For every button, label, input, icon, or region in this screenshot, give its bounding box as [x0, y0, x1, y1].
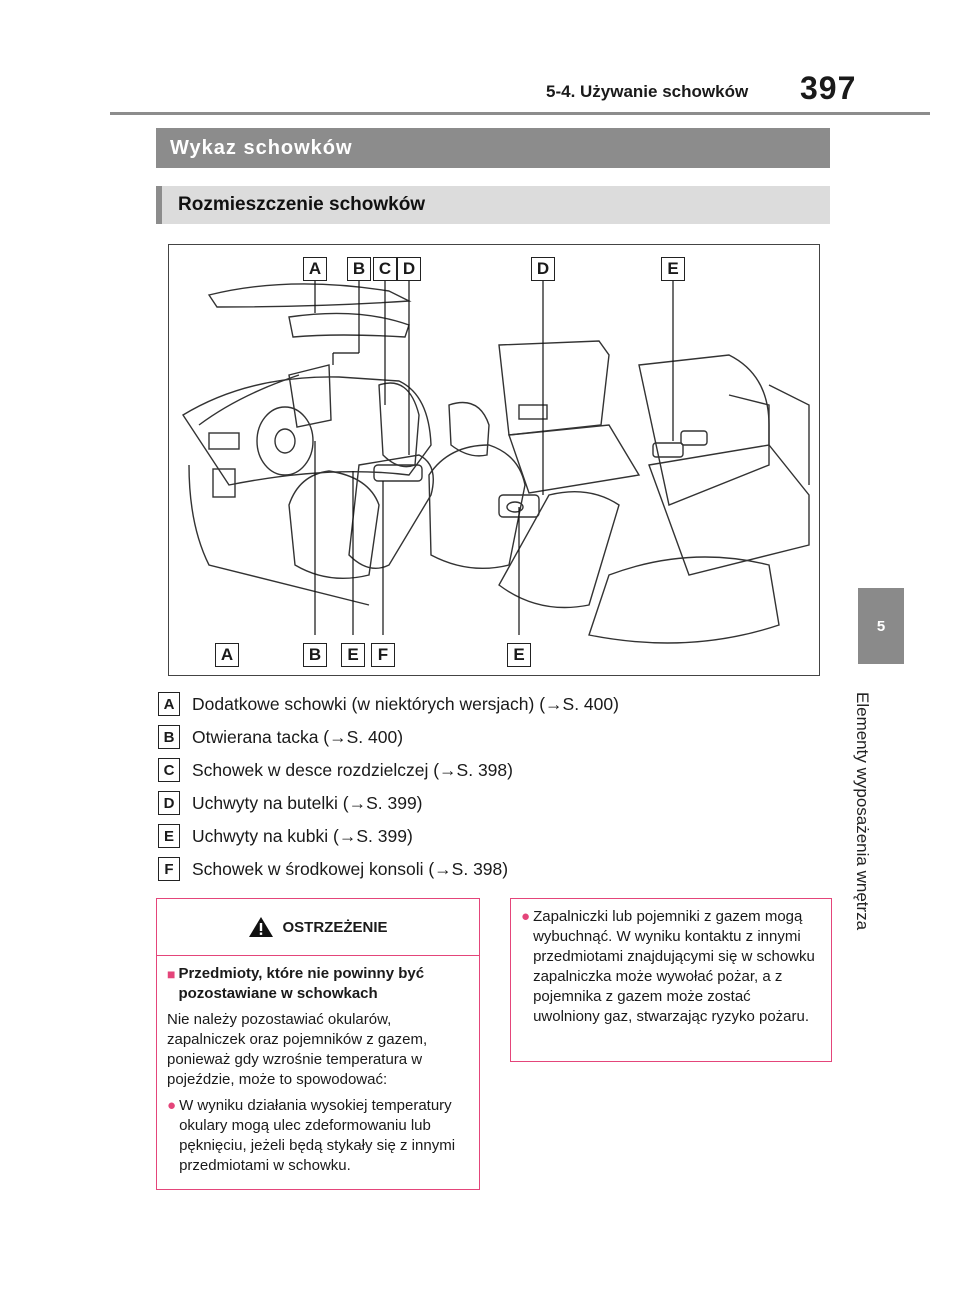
legend-key: B	[158, 725, 180, 749]
callout-B-top: B	[347, 257, 371, 281]
warning-subheading: Przedmioty, które nie powinny być pozost…	[178, 965, 425, 1002]
header-rule-right	[830, 112, 930, 115]
legend-text: Schowek w środkowej konsoli (→S. 398)	[192, 858, 509, 879]
callout-E2-bottom: E	[507, 643, 531, 667]
section-title: Wykaz schowków	[156, 128, 830, 168]
callout-A-bottom: A	[215, 643, 239, 667]
legend-key: D	[158, 791, 180, 815]
round-bullet-icon: ●	[521, 908, 531, 925]
car-interior-figure: A B C D D E A B E F E	[168, 244, 820, 676]
round-bullet-icon: ●	[167, 1097, 177, 1114]
warning-box: OSTRZEŻENIE ■ Przedmioty, które nie powi…	[156, 898, 480, 1190]
subsection-title: Rozmieszczenie schowków	[156, 186, 830, 224]
callout-F-bottom: F	[371, 643, 395, 667]
legend-item: E Uchwyty na kubki (→S. 399)	[158, 822, 413, 850]
warning-title: OSTRZEŻENIE	[282, 918, 388, 936]
warning-item-text: Zapalniczki lub pojemniki z gazem mogą w…	[533, 908, 815, 1025]
callout-A-top: A	[303, 257, 327, 281]
legend-text: Uchwyty na kubki (→S. 399)	[192, 825, 413, 846]
legend-key: F	[158, 857, 180, 881]
chapter-tab: 5	[858, 588, 904, 664]
callout-E-top: E	[661, 257, 685, 281]
legend-text: Otwierana tacka (→S. 400)	[192, 726, 404, 747]
callout-B-bottom: B	[303, 643, 327, 667]
legend-item: F Schowek w środkowej konsoli (→S. 398)	[158, 855, 508, 883]
running-header-section: 5-4. Używanie schowków	[546, 82, 749, 101]
warning-header: OSTRZEŻENIE	[157, 899, 479, 956]
legend-item: D Uchwyty na butelki (→S. 399)	[158, 789, 423, 817]
legend-text: Schowek w desce rozdzielczej (→S. 398)	[192, 759, 513, 780]
callout-C-top: C	[373, 257, 397, 281]
warning-paragraph: Nie należy pozostawiać okularów, zapalni…	[167, 1011, 428, 1088]
warning-item-text: W wyniku działania wysokiej temperatury …	[179, 1097, 456, 1174]
legend-item: C Schowek w desce rozdzielczej (→S. 398)	[158, 756, 513, 784]
legend-key: E	[158, 824, 180, 848]
legend-key: A	[158, 692, 180, 716]
warning-body: ■ Przedmioty, które nie powinny być pozo…	[157, 956, 479, 1176]
legend-text: Uchwyty na butelki (→S. 399)	[192, 792, 423, 813]
callout-E-bottom: E	[341, 643, 365, 667]
square-bullet-icon: ■	[167, 966, 176, 982]
chapter-title-vertical: Elementy wyposażenia wnętrza	[853, 692, 872, 931]
car-interior-illustration	[182, 281, 810, 644]
warning-box-continued: ● Zapalniczki lub pojemniki z gazem mogą…	[510, 898, 832, 1062]
header-rule	[110, 112, 830, 115]
warning-subheading-row: ■ Przedmioty, które nie powinny być pozo…	[167, 964, 469, 1004]
warning-item: ● Zapalniczki lub pojemniki z gazem mogą…	[521, 907, 821, 1027]
legend-key: C	[158, 758, 180, 782]
warning-item: ● W wyniku działania wysokiej temperatur…	[167, 1096, 469, 1176]
callout-D-top: D	[397, 257, 421, 281]
callout-D2-top: D	[531, 257, 555, 281]
legend-item: A Dodatkowe schowki (w niektórych wersja…	[158, 690, 619, 718]
warning-triangle-icon	[249, 917, 274, 937]
legend-text: Dodatkowe schowki (w niektórych wersjach…	[192, 693, 619, 714]
legend-item: B Otwierana tacka (→S. 400)	[158, 723, 403, 751]
page-number: 397	[800, 70, 857, 106]
